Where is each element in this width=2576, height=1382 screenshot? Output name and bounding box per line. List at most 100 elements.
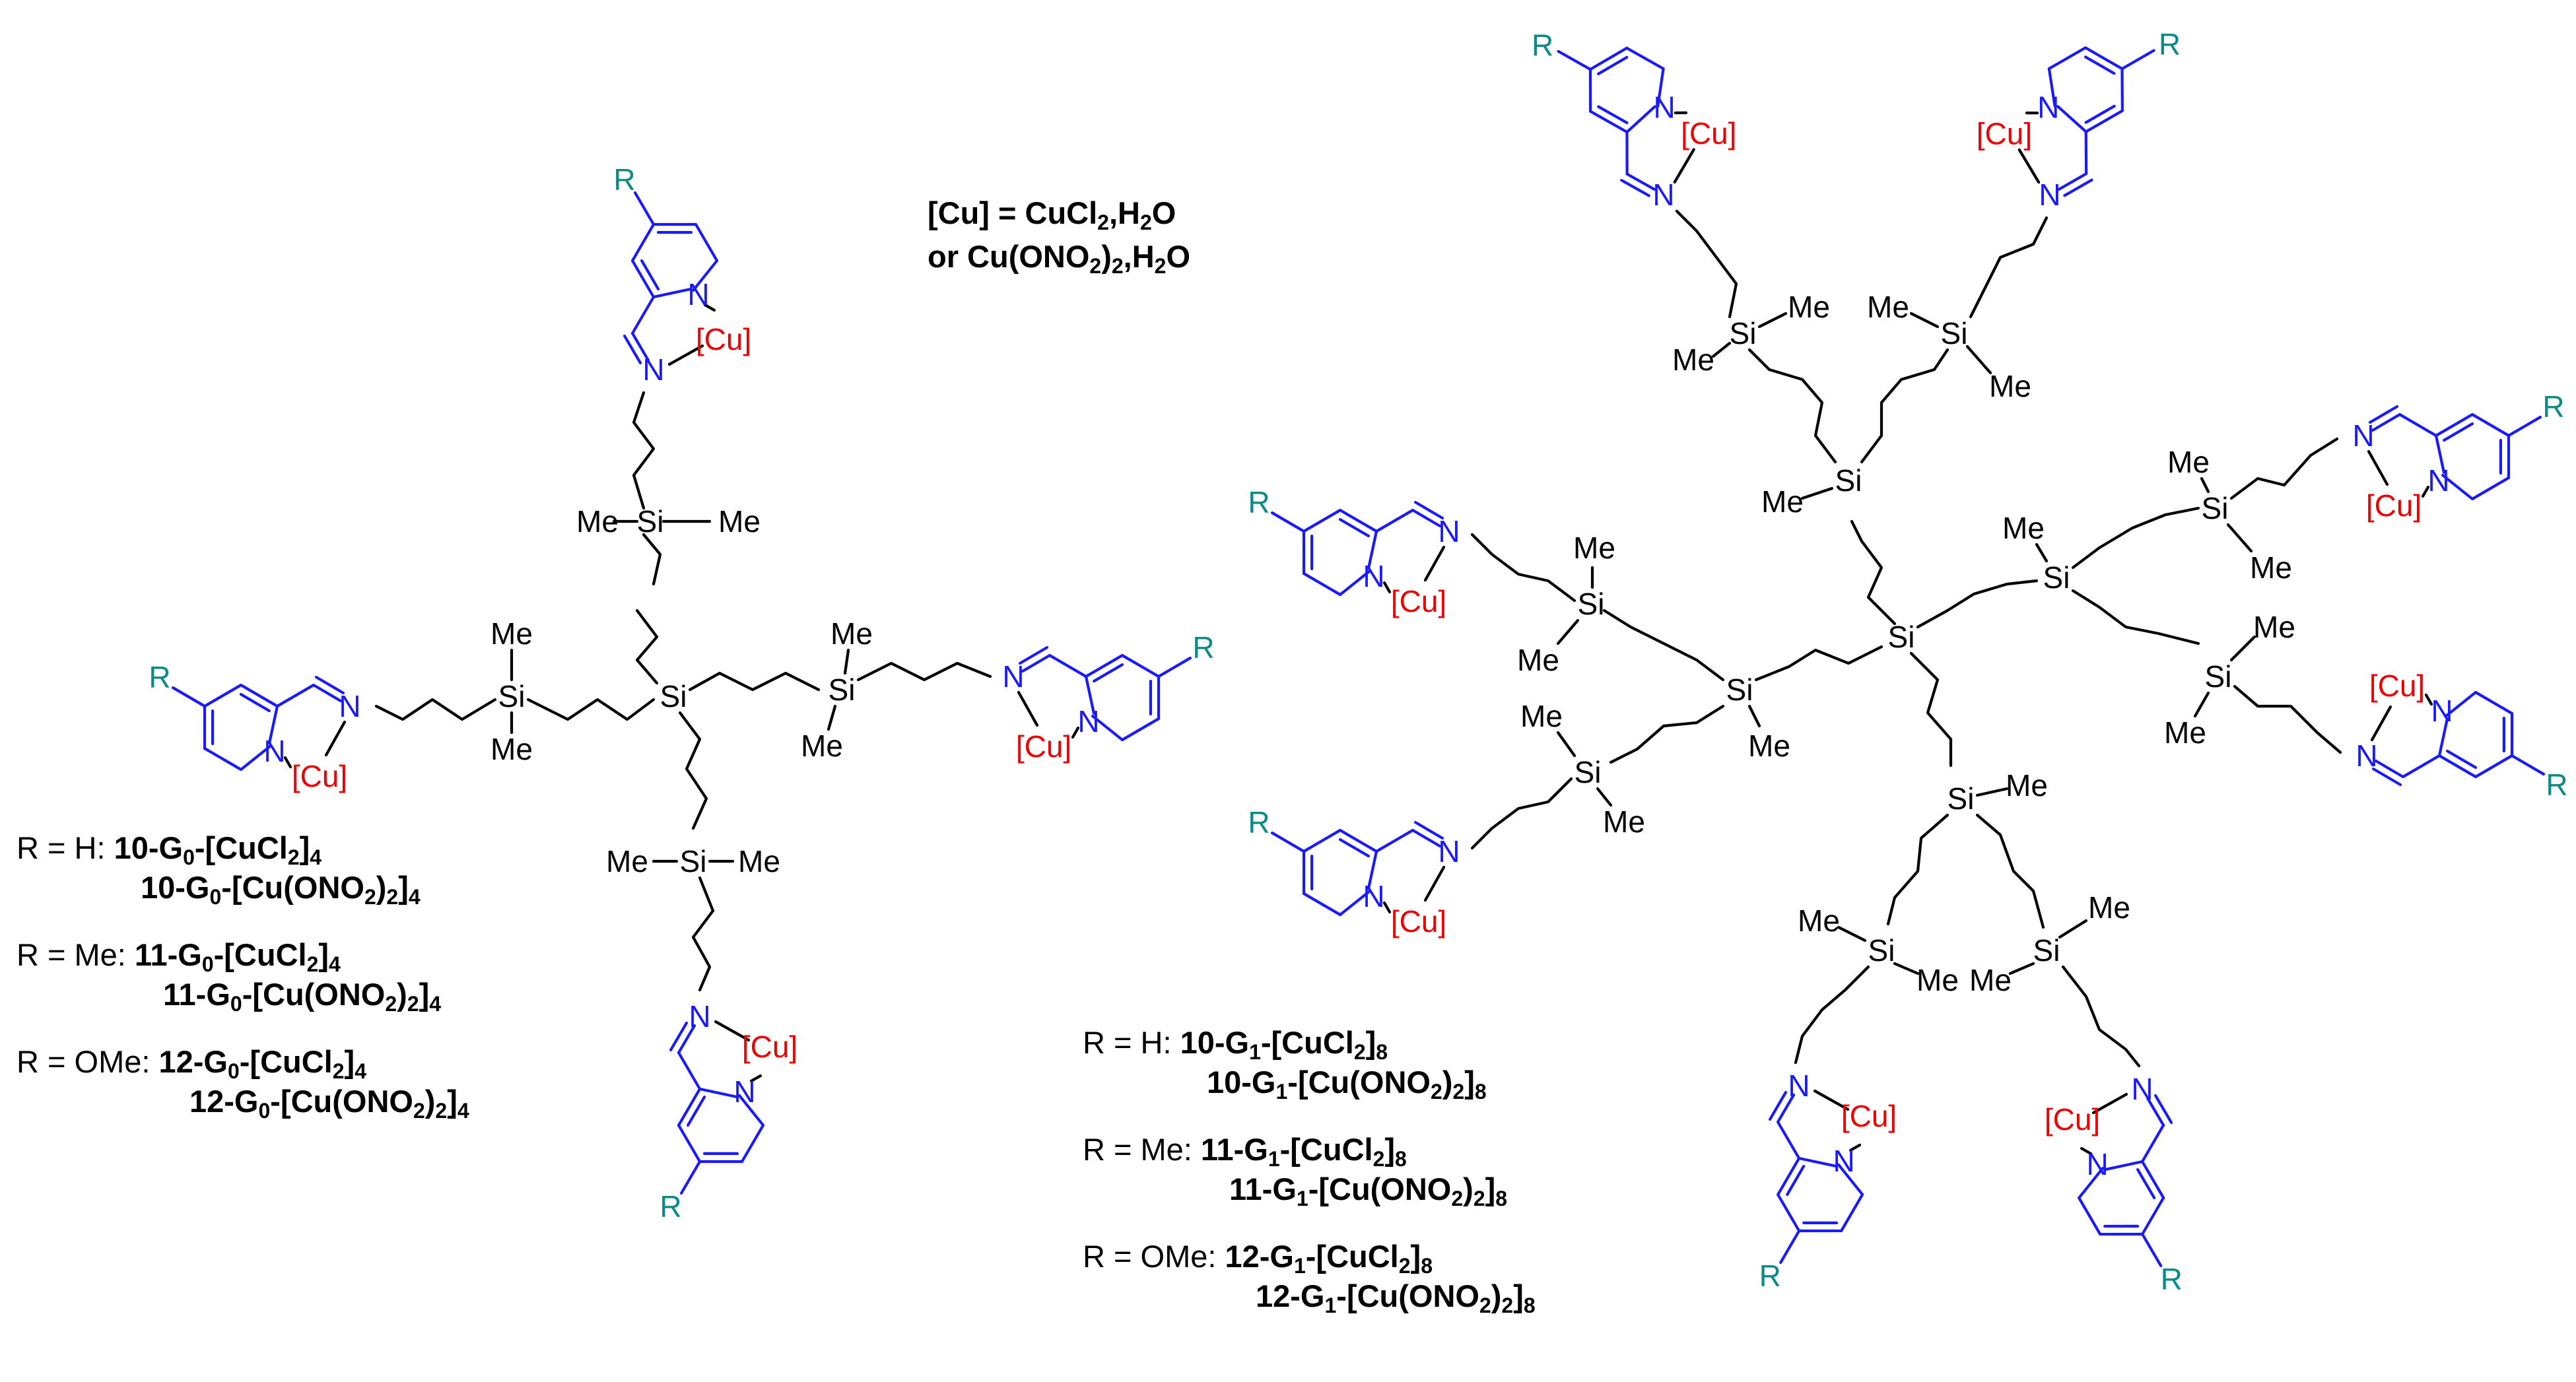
- methyl-bond: [1965, 345, 1992, 375]
- silicon-atom-label: Si: [637, 504, 664, 539]
- imine-nitrogen-label: N: [642, 352, 664, 387]
- propyl-chain: [1609, 704, 1725, 764]
- propyl-chain: [2071, 589, 2200, 645]
- methyl-label: Me: [1788, 290, 1830, 324]
- copper-label: [Cu]: [2369, 669, 2425, 703]
- imine-double-bond: [623, 334, 642, 365]
- methyl-label: Me: [2002, 511, 2045, 545]
- pyridine-bond: [2078, 1166, 2105, 1200]
- methyl-label: Me: [491, 616, 533, 651]
- pyridine-bond: [1120, 653, 1161, 678]
- methyl-bond: [2035, 543, 2049, 563]
- pyridine-bond: [239, 683, 279, 708]
- imine-double-bond: [2368, 405, 2399, 424]
- imine-nitrogen-label: N: [1788, 1069, 1810, 1103]
- silicon-atom-label: Si: [2043, 560, 2070, 595]
- propyl-chain: [1675, 209, 1738, 319]
- coordination-bond: [2367, 449, 2389, 486]
- pyridine-bond: [203, 683, 243, 708]
- coordination-bond: [324, 720, 347, 757]
- compound-label: 12-G1-[Cu(ONO2)2]8: [1256, 1278, 1536, 1317]
- copper-label: [Cu]: [1016, 729, 1071, 764]
- pyridine-bond: [1120, 717, 1161, 742]
- substituent-bond: [679, 1160, 702, 1195]
- methyl-label: Me: [2167, 445, 2210, 479]
- g0-entry-ome: R = OMe: 12-G0-[CuCl2]4 12-G0-[Cu(ONO2)2…: [17, 1044, 469, 1123]
- methyl-label: Me: [2006, 768, 2048, 803]
- propyl-chain: [1470, 777, 1573, 850]
- propyl-chain: [691, 876, 715, 992]
- substituent-bond: [171, 686, 207, 708]
- compound-label: 10-G0-[CuCl2]4: [114, 830, 322, 869]
- r-group-label: R: [2542, 389, 2564, 424]
- propyl-chain: [1470, 533, 1576, 603]
- silicon-atom-label: Si: [1868, 933, 1895, 968]
- coordination-bond: [2421, 485, 2430, 498]
- pyridine-nitrogen-label: N: [1363, 879, 1384, 913]
- methyl-label: Me: [1761, 484, 1804, 519]
- methyl-label: Me: [2164, 715, 2206, 750]
- pyridine-bond: [2434, 412, 2474, 438]
- propyl-chain: [1909, 651, 1953, 768]
- methyl-label: Me: [2253, 610, 2295, 644]
- compound-label: 11-G1-[Cu(ONO2)2]8: [1229, 1171, 1508, 1210]
- pyridine-nitrogen-label: N: [2037, 90, 2059, 124]
- propyl-chain: [1754, 645, 1883, 682]
- methyl-label: Me: [718, 504, 761, 539]
- propyl-chain: [642, 533, 662, 586]
- pyridine-bond: [698, 1087, 739, 1099]
- substituent-bond: [2507, 415, 2542, 438]
- imine-double-bond: [1018, 645, 1049, 665]
- imine-nitrogen-label: N: [2356, 739, 2377, 773]
- coordination-bond: [1673, 148, 1695, 184]
- propyl-chain: [856, 661, 992, 682]
- imine-double-bond: [669, 1021, 689, 1052]
- imine-nitrogen-label: N: [1002, 659, 1024, 694]
- methyl-label: Me: [2250, 550, 2292, 585]
- silicon-atom-label: Si: [829, 673, 856, 707]
- silicon-atom-label: Si: [2202, 491, 2229, 525]
- propyl-chain: [1794, 965, 1870, 1065]
- methyl-bond: [1757, 312, 1788, 329]
- pyridine-nitrogen-label: N: [1077, 704, 1099, 739]
- methyl-bond: [843, 648, 850, 675]
- methyl-bond: [2008, 962, 2035, 975]
- imine-double-bond: [1413, 500, 1444, 520]
- compound-label: 10-G0-[Cu(ONO2)2]4: [141, 870, 421, 909]
- pyridine-double-bond: [1597, 55, 1629, 76]
- methyl-label: Me: [801, 729, 843, 763]
- pyridine-bond: [2084, 46, 2124, 71]
- methyl-bond: [1893, 962, 1920, 975]
- pyridine-bond: [2474, 754, 2514, 779]
- pyridine-double-bond: [2084, 55, 2116, 75]
- pyridine-bond: [1302, 508, 1342, 533]
- r-group-label: R: [149, 660, 170, 694]
- pyridine-double-bond: [1338, 838, 1370, 858]
- pyridine-bond: [652, 287, 693, 299]
- methyl-bond: [1975, 787, 2009, 797]
- ring-link-bond: [275, 683, 316, 708]
- methyl-label: Me: [1517, 643, 1559, 677]
- pyridine-bond: [1777, 1193, 1801, 1233]
- imine-nitrogen-label: N: [1438, 514, 1460, 548]
- methyl-label: Me: [576, 504, 619, 539]
- pyridine-bond: [239, 744, 273, 772]
- pyridine-bond: [677, 1087, 702, 1127]
- propyl-chain: [1602, 609, 1725, 682]
- pyridine-bond: [2470, 412, 2511, 438]
- propyl-chain: [1916, 579, 2039, 629]
- pyridine-bond: [2047, 67, 2056, 108]
- copper-label: [Cu]: [1391, 584, 1446, 618]
- pyridine-bond: [1840, 1193, 1864, 1233]
- imine-double-bond: [314, 675, 345, 695]
- pyridine-bond: [740, 1123, 765, 1164]
- pyridine-bond: [1338, 889, 1372, 917]
- substituent-bond: [1157, 656, 1192, 678]
- silicon-atom-label: Si: [1941, 316, 1968, 350]
- pyridine-bond: [737, 1094, 765, 1127]
- coordination-bond: [667, 344, 704, 366]
- pyridine-double-bond: [640, 259, 660, 290]
- imine-double-bond: [1768, 1090, 1788, 1121]
- copper-label: [Cu]: [1977, 116, 2032, 150]
- pyridine-bond: [1302, 828, 1342, 853]
